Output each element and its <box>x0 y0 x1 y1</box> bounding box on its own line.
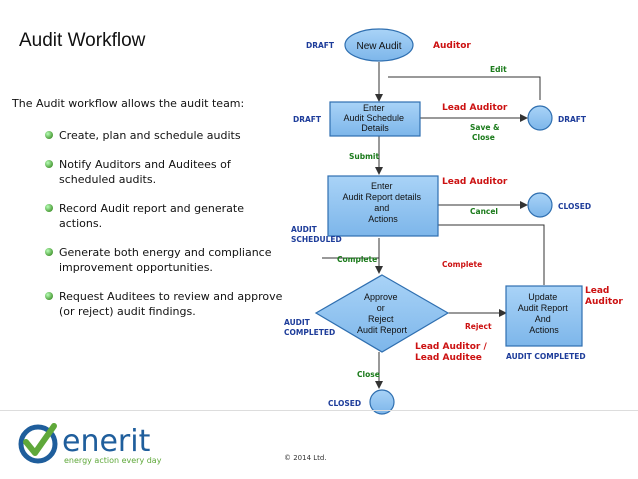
state-label: CLOSED <box>558 202 591 211</box>
list-item: Create, plan and schedule audits <box>45 128 285 143</box>
list-item-text: Generate both energy and compliance impr… <box>59 246 272 274</box>
new-audit-label: New Audit <box>356 41 401 52</box>
logo-ring-icon <box>18 424 58 464</box>
state-label: DRAFT <box>558 115 587 124</box>
bullet-icon <box>45 160 53 168</box>
node-line: And <box>535 314 551 324</box>
closed-state-circle <box>527 192 553 218</box>
role-label: Lead Auditor / Lead Auditee <box>415 342 490 363</box>
edge-label: Complete <box>337 255 377 264</box>
node-line: Enter <box>371 181 393 191</box>
state-label: CLOSED <box>328 399 361 408</box>
page-title: Audit Workflow <box>19 30 146 51</box>
edge-label: Cancel <box>470 207 498 216</box>
feature-list: Create, plan and schedule audits Notify … <box>45 128 285 333</box>
footer-divider <box>0 410 638 411</box>
bullet-icon <box>45 292 53 300</box>
edge-line: Close <box>472 133 495 142</box>
enerit-logo: enerit energy action every day <box>18 423 162 465</box>
approve-decision-node <box>314 274 450 353</box>
closed-final-circle <box>369 389 395 415</box>
node-line: Enter <box>363 103 385 113</box>
node-line: Audit Report details <box>342 192 421 202</box>
state-label: DRAFT <box>306 41 335 50</box>
node-line: Approve <box>364 292 398 302</box>
enter-report-node <box>327 175 439 237</box>
role-line: Lead <box>585 286 609 296</box>
logo-tagline: energy action every day <box>64 456 162 465</box>
draft-state-circle <box>527 105 553 131</box>
list-item: Record Audit report and generate actions… <box>45 201 285 231</box>
node-line: Update <box>528 292 557 302</box>
role-label: Lead Auditor <box>585 286 623 307</box>
enter-schedule-label: Enter Audit Schedule Details <box>343 103 406 133</box>
intro-text: The Audit workflow allows the audit team… <box>12 97 245 110</box>
list-item-text: Record Audit report and generate actions… <box>59 202 244 230</box>
bullet-icon <box>45 131 53 139</box>
state-line: SCHEDULED <box>291 235 342 244</box>
state-line: AUDIT <box>284 318 311 327</box>
list-item-text: Request Auditees to review and approve (… <box>59 290 283 318</box>
node-line: Details <box>361 123 389 133</box>
state-label: AUDIT SCHEDULED <box>291 225 342 244</box>
enter-schedule-node <box>329 101 421 137</box>
edge-edit <box>388 76 541 100</box>
state-label: DRAFT <box>293 115 322 124</box>
state-label: AUDIT COMPLETED <box>284 318 335 337</box>
state-line: AUDIT <box>291 225 318 234</box>
node-line: Reject <box>368 314 394 324</box>
node-line: and <box>374 203 389 213</box>
update-report-node <box>505 285 583 347</box>
bullet-icon <box>45 204 53 212</box>
edge-label: Submit <box>349 152 379 161</box>
edge-label: Close <box>357 370 380 379</box>
list-item: Request Auditees to review and approve (… <box>45 289 285 319</box>
node-line: Actions <box>529 325 559 335</box>
approve-label: Approve or Reject Audit Report <box>357 292 408 335</box>
node-line: or <box>377 303 385 313</box>
role-label: Auditor <box>433 41 471 51</box>
edge-line: Save & <box>470 123 500 132</box>
node-line: Actions <box>368 214 398 224</box>
bullet-icon <box>45 248 53 256</box>
update-label: Update Audit Report And Actions <box>518 292 571 335</box>
node-line: Audit Report <box>518 303 569 313</box>
role-label: Lead Auditor <box>442 103 508 113</box>
node-line: Audit Schedule <box>343 113 404 123</box>
edge-label: Complete <box>442 260 482 269</box>
logo-check-icon <box>23 423 57 456</box>
logo-wordmark: enerit <box>62 424 151 459</box>
role-line: Lead Auditor / <box>415 342 487 352</box>
edge-label: Edit <box>490 65 507 74</box>
role-line: Auditor <box>585 297 623 307</box>
state-line: COMPLETED <box>284 328 335 337</box>
list-item-text: Create, plan and schedule audits <box>59 129 241 142</box>
enter-report-label: Enter Audit Report details and Actions <box>342 181 423 224</box>
list-item: Generate both energy and compliance impr… <box>45 245 285 275</box>
list-item-text: Notify Auditors and Auditees of schedule… <box>59 158 231 186</box>
list-item: Notify Auditors and Auditees of schedule… <box>45 157 285 187</box>
node-line: Audit Report <box>357 325 408 335</box>
role-label: Lead Auditor <box>442 177 508 187</box>
state-label: AUDIT COMPLETED <box>506 352 586 361</box>
edge-label: Reject <box>465 322 492 331</box>
edge-label: Save & Close <box>470 123 502 142</box>
role-line: Lead Auditee <box>415 353 482 363</box>
edge-complete-right <box>438 224 545 285</box>
copyright-text: © 2014 Ltd. <box>284 454 327 462</box>
new-audit-node <box>344 28 414 62</box>
